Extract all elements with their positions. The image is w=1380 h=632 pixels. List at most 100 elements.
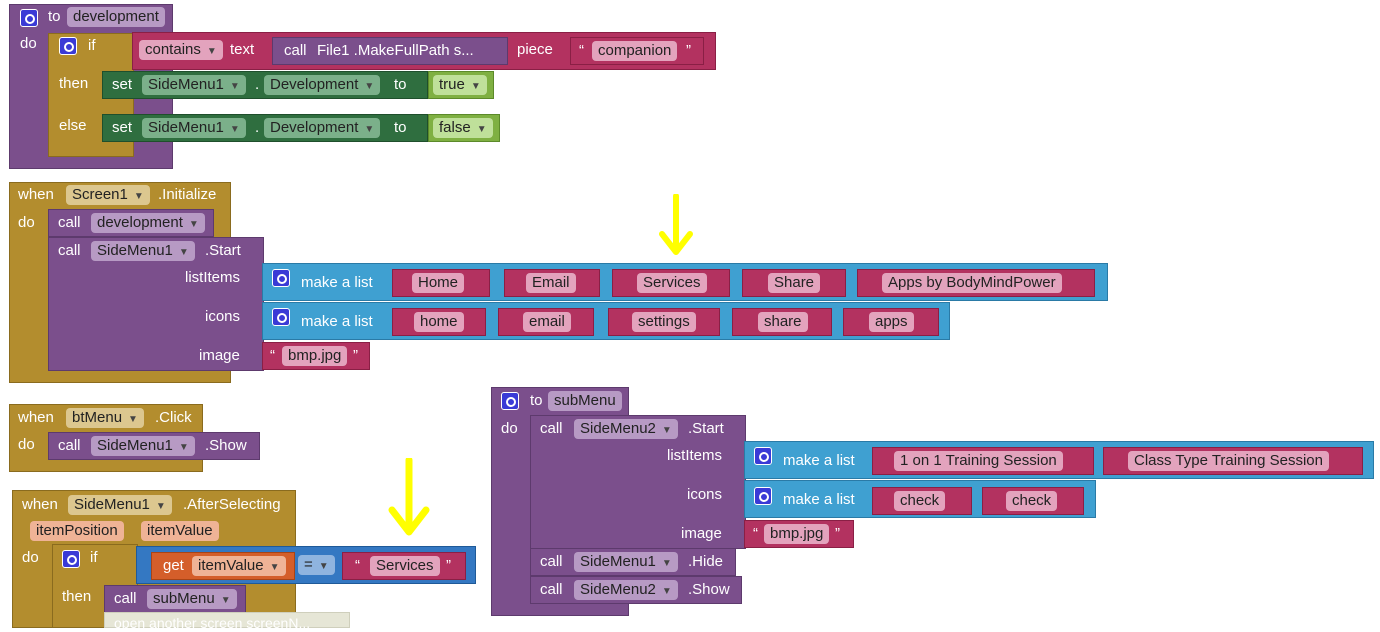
list-mutator-gear-icon[interactable]: [272, 308, 290, 326]
list-mutator-gear-icon[interactable]: [754, 487, 772, 505]
if-mutator-gear-icon[interactable]: [59, 37, 77, 55]
set-label: set: [112, 76, 133, 93]
keyword-do: do: [501, 420, 518, 437]
list-item-classtype[interactable]: Class Type Training Session: [1128, 451, 1329, 471]
set-label: set: [112, 119, 133, 136]
hide-component-dropdown[interactable]: SideMenu1▼: [574, 552, 678, 572]
open-quote-icon: “: [579, 42, 584, 59]
start-component-dropdown[interactable]: SideMenu2▼: [574, 419, 678, 439]
chevron-down-icon: ▼: [206, 46, 217, 57]
procedure-name-field[interactable]: subMenu: [548, 391, 622, 411]
event-name: .Initialize: [158, 186, 217, 203]
call-label: call: [284, 42, 307, 59]
yellow-arrow-icon: [388, 458, 430, 536]
true-dropdown[interactable]: true▼: [433, 75, 487, 95]
close-quote-icon: ”: [353, 347, 358, 364]
false-dropdown[interactable]: false▼: [433, 118, 493, 138]
chevron-down-icon: ▼: [661, 558, 672, 569]
component-dropdown[interactable]: SideMenu1▼: [142, 75, 246, 95]
aftersel-component-dropdown[interactable]: SideMenu1▼: [68, 495, 172, 515]
chevron-down-icon: ▼: [178, 247, 189, 258]
makefullpath-text: File1 .MakeFullPath s...: [317, 42, 474, 59]
call-label: call: [540, 420, 563, 437]
keyword-if: if: [88, 37, 96, 54]
close-quote-icon: ”: [835, 525, 840, 542]
icons-label: icons: [687, 486, 723, 503]
list-mutator-gear-icon[interactable]: [272, 269, 290, 287]
icon-item-email[interactable]: email: [523, 312, 571, 332]
chevron-down-icon: ▼: [661, 586, 672, 597]
image-value-field[interactable]: bmp.jpg: [282, 346, 348, 366]
procedure-name-field[interactable]: development: [67, 7, 165, 27]
icon-item-check-2[interactable]: check: [1006, 491, 1058, 511]
chevron-down-icon: ▼: [661, 425, 672, 436]
icon-item-settings[interactable]: settings: [632, 312, 696, 332]
chevron-down-icon: ▼: [470, 81, 481, 92]
screen-component-dropdown[interactable]: Screen1▼: [66, 185, 150, 205]
keyword-do: do: [18, 214, 35, 231]
keyword-if: if: [90, 549, 98, 566]
param-itemposition[interactable]: itemPosition: [30, 521, 124, 541]
keyword-when: when: [22, 496, 58, 513]
operator-dropdown[interactable]: =▼: [298, 555, 335, 575]
close-quote-icon: ”: [446, 557, 451, 574]
contains-dropdown[interactable]: contains▼: [139, 40, 223, 60]
mutator-gear-icon[interactable]: [501, 392, 519, 410]
contains-text-label: text: [230, 41, 255, 58]
piece-value-field[interactable]: companion: [592, 41, 678, 61]
list-item-email[interactable]: Email: [526, 273, 576, 293]
keyword-then: then: [59, 75, 89, 92]
chevron-down-icon: ▼: [220, 595, 231, 606]
make-a-list-label: make a list: [783, 491, 855, 508]
compare-value-field[interactable]: Services: [370, 556, 440, 576]
make-a-list-label: make a list: [301, 274, 373, 291]
keyword-then: then: [62, 588, 92, 605]
start-method: .Start: [688, 420, 724, 437]
chevron-down-icon: ▼: [364, 81, 375, 92]
get-variable-dropdown[interactable]: itemValue▼: [192, 556, 286, 576]
image-value-field[interactable]: bmp.jpg: [764, 524, 830, 544]
open-quote-icon: “: [270, 347, 275, 364]
call-development-dropdown[interactable]: development▼: [91, 213, 205, 233]
make-a-list-icons-block[interactable]: [262, 302, 950, 340]
start-component-dropdown[interactable]: SideMenu1▼: [91, 241, 195, 261]
make-a-list-label: make a list: [783, 452, 855, 469]
keyword-do: do: [20, 35, 37, 52]
keyword-else: else: [59, 117, 87, 134]
call-makefullpath-block[interactable]: [272, 37, 508, 65]
start-method: .Start: [205, 242, 241, 259]
dot-label: .: [255, 119, 260, 136]
get-label: get: [163, 557, 184, 574]
list-item-home[interactable]: Home: [412, 273, 465, 293]
icons-label: icons: [205, 308, 241, 325]
component-dropdown[interactable]: SideMenu1▼: [142, 118, 246, 138]
list-item-services[interactable]: Services: [637, 273, 707, 293]
piece-label: piece: [517, 41, 553, 58]
property-dropdown[interactable]: Development▼: [264, 118, 381, 138]
chevron-down-icon: ▼: [155, 501, 166, 512]
call-label: call: [540, 553, 563, 570]
icon-item-check-1[interactable]: check: [894, 491, 946, 511]
list-item-apps[interactable]: Apps by BodyMindPower: [882, 273, 1062, 293]
property-dropdown[interactable]: Development▼: [264, 75, 381, 95]
chevron-down-icon: ▼: [178, 442, 189, 453]
btmenu-component-dropdown[interactable]: btMenu▼: [66, 408, 144, 428]
call-label: call: [540, 581, 563, 598]
keyword-to: to: [530, 392, 543, 409]
event-name: .AfterSelecting: [183, 496, 281, 513]
param-itemvalue[interactable]: itemValue: [141, 521, 219, 541]
list-mutator-gear-icon[interactable]: [754, 447, 772, 465]
list-item-share[interactable]: Share: [768, 273, 821, 293]
chevron-down-icon: ▼: [229, 124, 240, 135]
show-component-dropdown[interactable]: SideMenu2▼: [574, 580, 678, 600]
call-label: call: [58, 437, 81, 454]
show-component-dropdown[interactable]: SideMenu1▼: [91, 436, 195, 456]
icon-item-apps[interactable]: apps: [869, 312, 914, 332]
call-submenu-dropdown[interactable]: subMenu▼: [147, 589, 237, 609]
if-mutator-gear-icon[interactable]: [62, 550, 80, 568]
icon-item-home[interactable]: home: [414, 312, 464, 332]
event-name: .Click: [155, 409, 192, 426]
mutator-gear-icon[interactable]: [20, 9, 38, 27]
icon-item-share[interactable]: share: [758, 312, 808, 332]
list-item-1on1[interactable]: 1 on 1 Training Session: [894, 451, 1063, 471]
